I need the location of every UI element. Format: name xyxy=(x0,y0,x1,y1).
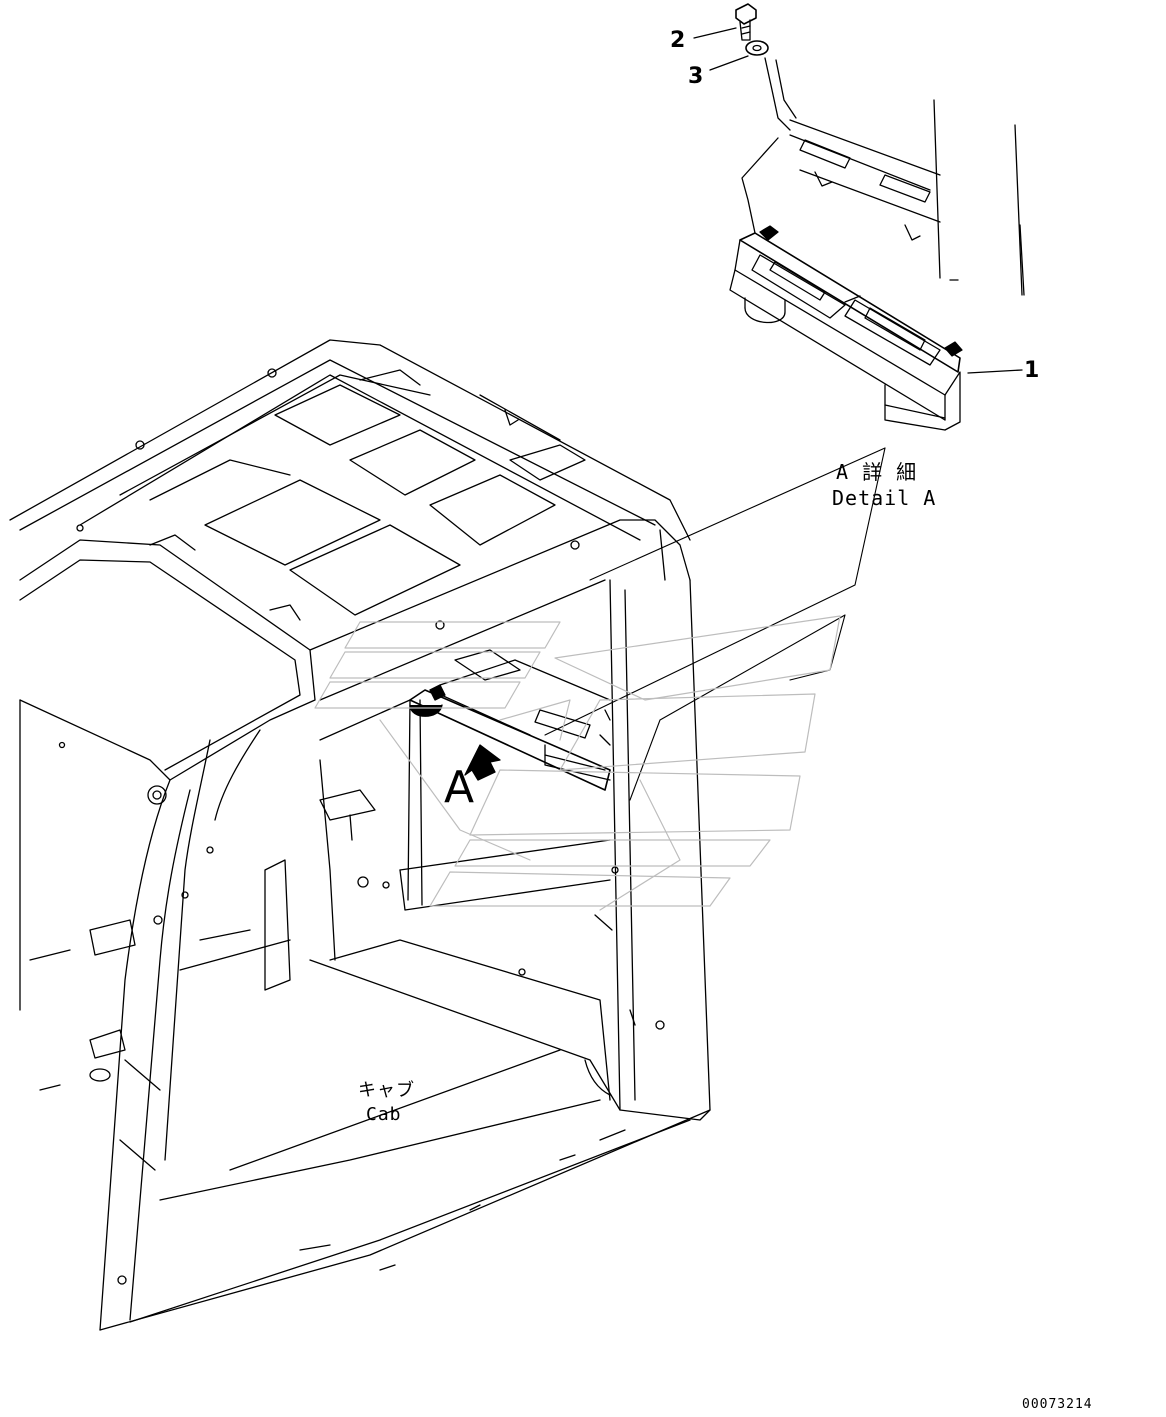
detail-a-title-japanese: A 詳 細 xyxy=(836,460,918,484)
cab-front-frame xyxy=(19,519,691,1011)
cab-roof xyxy=(9,339,691,630)
callout-number-3: 3 xyxy=(688,64,704,89)
part-3-washer xyxy=(745,40,769,56)
cab-interior xyxy=(29,579,711,1121)
cab-floor xyxy=(99,1049,711,1331)
detail-a-title-english: Detail A xyxy=(832,486,937,510)
part-1-component xyxy=(729,137,963,431)
callout-leader-lines xyxy=(693,27,1023,374)
callout-number-2: 2 xyxy=(670,28,686,53)
cab-left-pillar xyxy=(99,729,261,1331)
detail-a-callout-lines xyxy=(544,447,886,801)
watermark-logo xyxy=(314,615,841,911)
drawing-number: 00073214 xyxy=(1022,1397,1093,1412)
view-arrow-a xyxy=(464,744,501,781)
callout-number-1: 1 xyxy=(1024,358,1040,383)
view-marker-a: A xyxy=(444,762,475,813)
cab-label-english: Cab xyxy=(366,1104,402,1125)
cab-label-japanese: キャブ xyxy=(358,1080,415,1101)
detail-wall-section xyxy=(764,57,1025,296)
part-2-bolt xyxy=(735,3,757,41)
